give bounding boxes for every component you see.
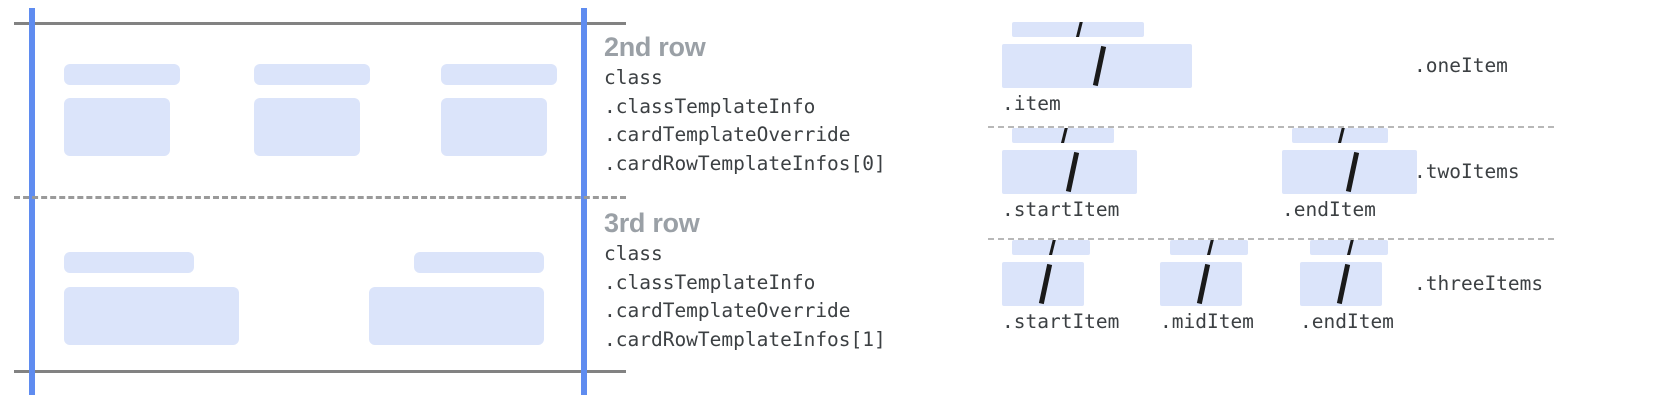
slot-label: .endItem (1282, 198, 1376, 221)
third-row-code-line-0: class (604, 242, 663, 265)
second-row-title: 2nd row (604, 32, 706, 62)
slot-body-placeholder (1282, 150, 1417, 194)
slot-body-placeholder (1160, 262, 1242, 306)
third-row-cell-0-thick-placeholder (64, 287, 239, 345)
row-divider-dashed-line (14, 196, 626, 199)
second-row-code-line-0: class (604, 66, 663, 89)
third-row-code-line-3: .cardRowTemplateInfos[1] (604, 327, 886, 351)
second-row-cell-1-thick-placeholder (254, 98, 360, 156)
card-right-edge-line (581, 8, 587, 395)
variant-separator-2 (988, 238, 1554, 240)
third-row-cell-1-thin-placeholder (414, 252, 544, 273)
card-left-edge-line (29, 8, 35, 395)
slash-icon (1065, 151, 1079, 193)
slot-title-placeholder (1012, 240, 1090, 255)
second-row-cell-1-thin-placeholder (254, 64, 370, 85)
variant-two-items: .startItem .endItem .twoItems (980, 128, 1676, 240)
slot-label: .startItem (1002, 310, 1120, 333)
second-row-code-line-3: .cardRowTemplateInfos[0] (604, 151, 886, 175)
slot-label: .midItem (1160, 310, 1254, 333)
card-bottom-edge-line (14, 370, 626, 373)
slot-label: .item (1002, 92, 1061, 115)
card-top-edge-line (14, 22, 626, 25)
slot-title-placeholder (1012, 128, 1114, 143)
row-annotation-column: 2nd row class .classTemplateInfo .cardTe… (604, 0, 964, 412)
slot-title-placeholder (1292, 128, 1388, 143)
slash-icon (1346, 240, 1355, 255)
second-row-annotation: 2nd row class .classTemplateInfo .cardTe… (604, 30, 886, 178)
slot-title-placeholder (1310, 240, 1388, 255)
card-preview-diagram (0, 0, 640, 412)
slash-icon (1092, 45, 1107, 87)
variant-separator-1 (988, 126, 1554, 128)
slash-icon (1038, 263, 1053, 305)
third-row-annotation: 3rd row class .classTemplateInfo .cardTe… (604, 206, 886, 354)
third-row-code-line-2: .cardTemplateOverride (604, 299, 851, 322)
third-row-code-line-1: .classTemplateInfo (604, 270, 816, 294)
second-row-cell-0-thin-placeholder (64, 64, 180, 85)
second-row-cell-2-thick-placeholder (441, 98, 547, 156)
slash-icon (1337, 128, 1346, 143)
slot-body-placeholder (1002, 262, 1084, 306)
second-row-cell-0-thick-placeholder (64, 98, 170, 156)
slot-body-placeholder (1002, 150, 1137, 194)
variant-name-label: .threeItems (1414, 272, 1544, 295)
slash-icon (1060, 128, 1069, 143)
slot-title-placeholder (1012, 22, 1144, 37)
variant-name-label: .twoItems (1414, 160, 1520, 183)
second-row-code-line-1: .classTemplateInfo (604, 94, 816, 118)
variant-three-items: .startItem .midItem .endItem .threeItems (980, 240, 1676, 360)
row-variants-diagram: .item .oneItem .startItem .endItem .twoItem… (980, 0, 1676, 412)
slot-label: .startItem (1002, 198, 1120, 221)
slash-icon (1048, 240, 1057, 255)
second-row-cell-2-thin-placeholder (441, 64, 557, 85)
third-row-title: 3rd row (604, 208, 700, 238)
slot-label: .endItem (1300, 310, 1394, 333)
slot-body-placeholder (1300, 262, 1382, 306)
variant-name-label: .oneItem (1414, 54, 1508, 77)
third-row-cell-1-thick-placeholder (369, 287, 544, 345)
slash-icon (1336, 263, 1351, 305)
slot-body-placeholder (1002, 44, 1192, 88)
slash-icon (1196, 263, 1211, 305)
variant-one-item: .item .oneItem (980, 22, 1676, 128)
slash-icon (1345, 151, 1359, 193)
slash-icon (1075, 22, 1084, 37)
third-row-cell-0-thin-placeholder (64, 252, 194, 273)
slot-title-placeholder (1170, 240, 1248, 255)
slash-icon (1206, 240, 1215, 255)
second-row-code-line-2: .cardTemplateOverride (604, 123, 851, 146)
